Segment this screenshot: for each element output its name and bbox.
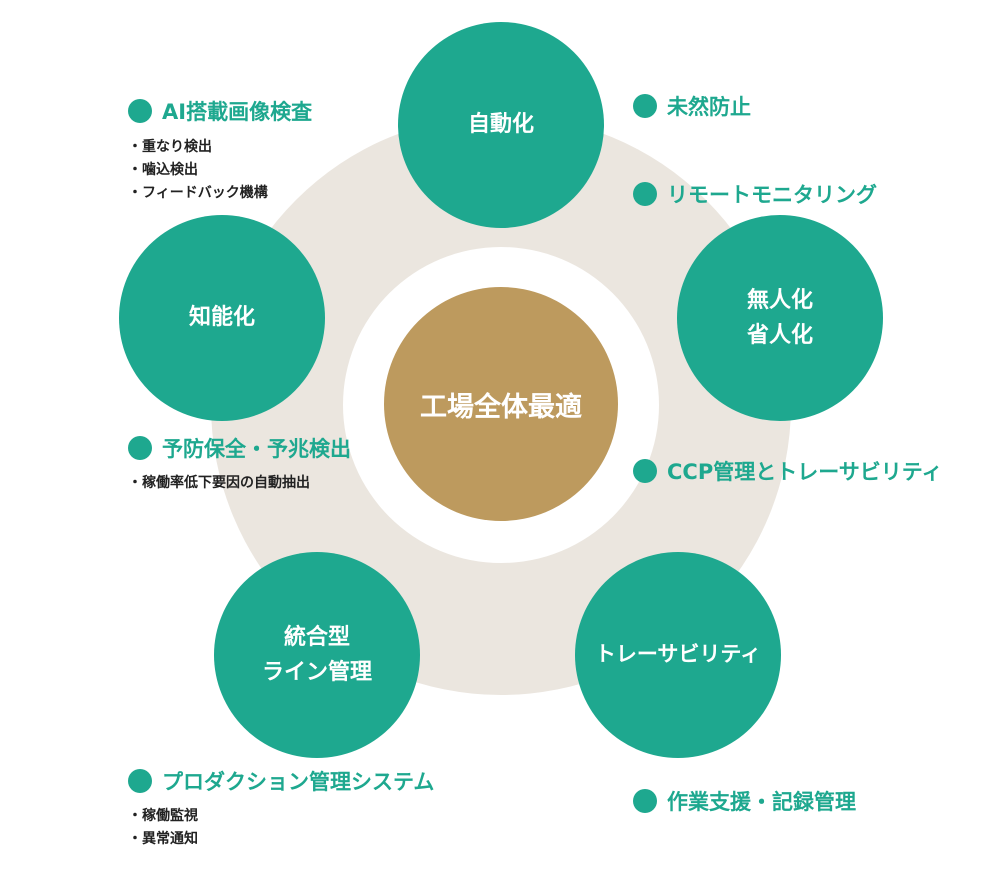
center-circle: 工場全体最適 bbox=[384, 287, 618, 521]
label-ai-inspection: AI搭載画像検査 bbox=[128, 98, 312, 124]
label-production: プロダクション管理システム bbox=[128, 768, 434, 794]
list-item: ・稼働監視 bbox=[128, 808, 198, 824]
list-item: ・噛込検出 bbox=[128, 162, 198, 178]
label-title: 作業支援・記録管理 bbox=[667, 790, 856, 814]
production-items: ・稼働監視 ・異常通知 bbox=[128, 805, 198, 851]
label-title: 未然防止 bbox=[667, 95, 751, 119]
label-title: CCP管理とトレーサビリティ bbox=[667, 460, 943, 484]
node-traceability: トレーサビリティ bbox=[575, 552, 781, 758]
label-title: プロダクション管理システム bbox=[162, 770, 435, 794]
node-automation: 自動化 bbox=[398, 22, 604, 228]
node-intelligence: 知能化 bbox=[119, 215, 325, 421]
predictive-items: ・稼働率低下要因の自動抽出 bbox=[128, 472, 310, 495]
label-title: 予防保全・予兆検出 bbox=[162, 437, 351, 461]
center-label: 工場全体最適 bbox=[420, 391, 582, 423]
node-integrated-line: 統合型 ライン管理 bbox=[214, 552, 420, 758]
label-work-support: 作業支援・記録管理 bbox=[633, 788, 856, 814]
list-item: ・フィードバック機構 bbox=[128, 185, 268, 201]
label-ccp: CCP管理とトレーサビリティ bbox=[633, 458, 943, 484]
ai-inspection-items: ・重なり検出 ・噛込検出 ・フィードバック機構 bbox=[128, 136, 268, 205]
bullet-dot-icon bbox=[633, 182, 657, 206]
list-item: ・重なり検出 bbox=[128, 139, 212, 155]
list-item: ・稼働率低下要因の自動抽出 bbox=[128, 475, 310, 491]
bullet-dot-icon bbox=[633, 459, 657, 483]
bullet-dot-icon bbox=[128, 769, 152, 793]
label-prevention: 未然防止 bbox=[633, 93, 751, 119]
bullet-dot-icon bbox=[128, 99, 152, 123]
label-remote: リモートモニタリング bbox=[633, 181, 877, 207]
label-title: AI搭載画像検査 bbox=[162, 100, 313, 124]
bullet-dot-icon bbox=[633, 94, 657, 118]
bullet-dot-icon bbox=[633, 789, 657, 813]
list-item: ・異常通知 bbox=[128, 831, 198, 847]
bullet-dot-icon bbox=[128, 436, 152, 460]
node-labor-saving: 無人化 省人化 bbox=[677, 215, 883, 421]
label-title: リモートモニタリング bbox=[667, 183, 877, 207]
label-predictive: 予防保全・予兆検出 bbox=[128, 435, 351, 461]
